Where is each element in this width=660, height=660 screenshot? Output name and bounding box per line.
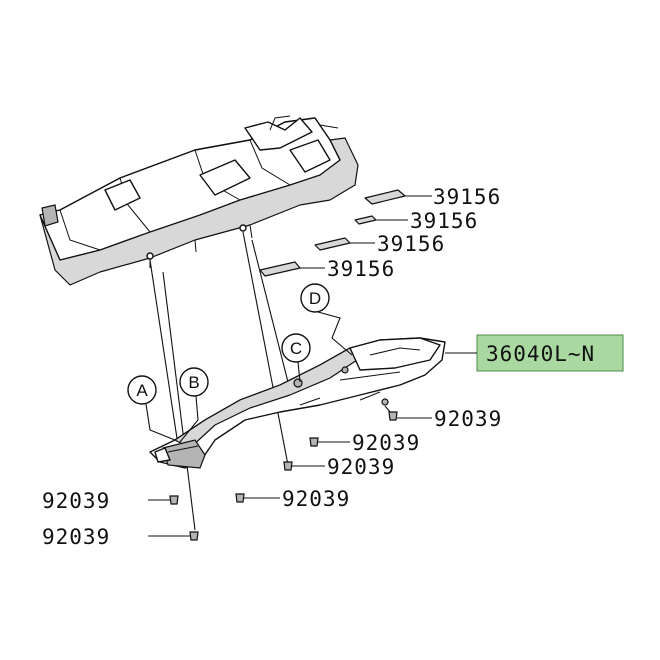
- callout-c: [281, 333, 311, 363]
- part-number-clip-mid-1: 92039: [352, 431, 420, 455]
- clip-left-2: [189, 531, 199, 541]
- clip-right: [388, 411, 398, 421]
- grommet-strip-4: [259, 261, 301, 277]
- part-number-grommet-1: 39156: [433, 185, 501, 209]
- callout-b: [179, 367, 209, 397]
- part-number-clip-left-2: 92039: [42, 525, 110, 549]
- callout-a: [127, 375, 157, 405]
- clip-parts: [148, 405, 432, 541]
- callouts: A B C D: [127, 283, 353, 443]
- grommet-strip-3: [314, 237, 351, 251]
- part-number-clip-mid-2: 92039: [327, 455, 395, 479]
- part-number-clip-left-1: 92039: [42, 489, 110, 513]
- grommet-strip-1: [364, 189, 406, 205]
- clip-lower-mid: [235, 493, 245, 503]
- part-number-clip-lower-mid: 92039: [282, 487, 350, 511]
- part-number-fender: 36040L~N: [486, 342, 595, 366]
- alignment-lines: [149, 231, 291, 531]
- clip-mid-2: [283, 461, 293, 471]
- callout-c-label: C: [290, 339, 302, 358]
- callout-d: [300, 283, 330, 313]
- grommet-parts: [259, 189, 432, 277]
- grommet-strip-2: [354, 215, 377, 225]
- part-number-grommet-2: 39156: [410, 209, 478, 233]
- clip-mid-1: [309, 437, 319, 447]
- callout-a-label: A: [136, 381, 148, 400]
- part-number-grommet-4: 39156: [327, 257, 395, 281]
- clip-left-1: [169, 495, 179, 505]
- part-number-clip-right: 92039: [434, 407, 502, 431]
- rear-fender: [149, 337, 446, 469]
- callout-b-label: B: [188, 373, 199, 392]
- fender-highlight: [476, 334, 624, 372]
- callout-d-label: D: [309, 289, 321, 308]
- rear-frame-assembly: [39, 115, 359, 286]
- part-number-labels: 39156 39156 39156 39156 36040L~N 92039 9…: [42, 185, 624, 549]
- part-number-grommet-3: 39156: [377, 232, 445, 256]
